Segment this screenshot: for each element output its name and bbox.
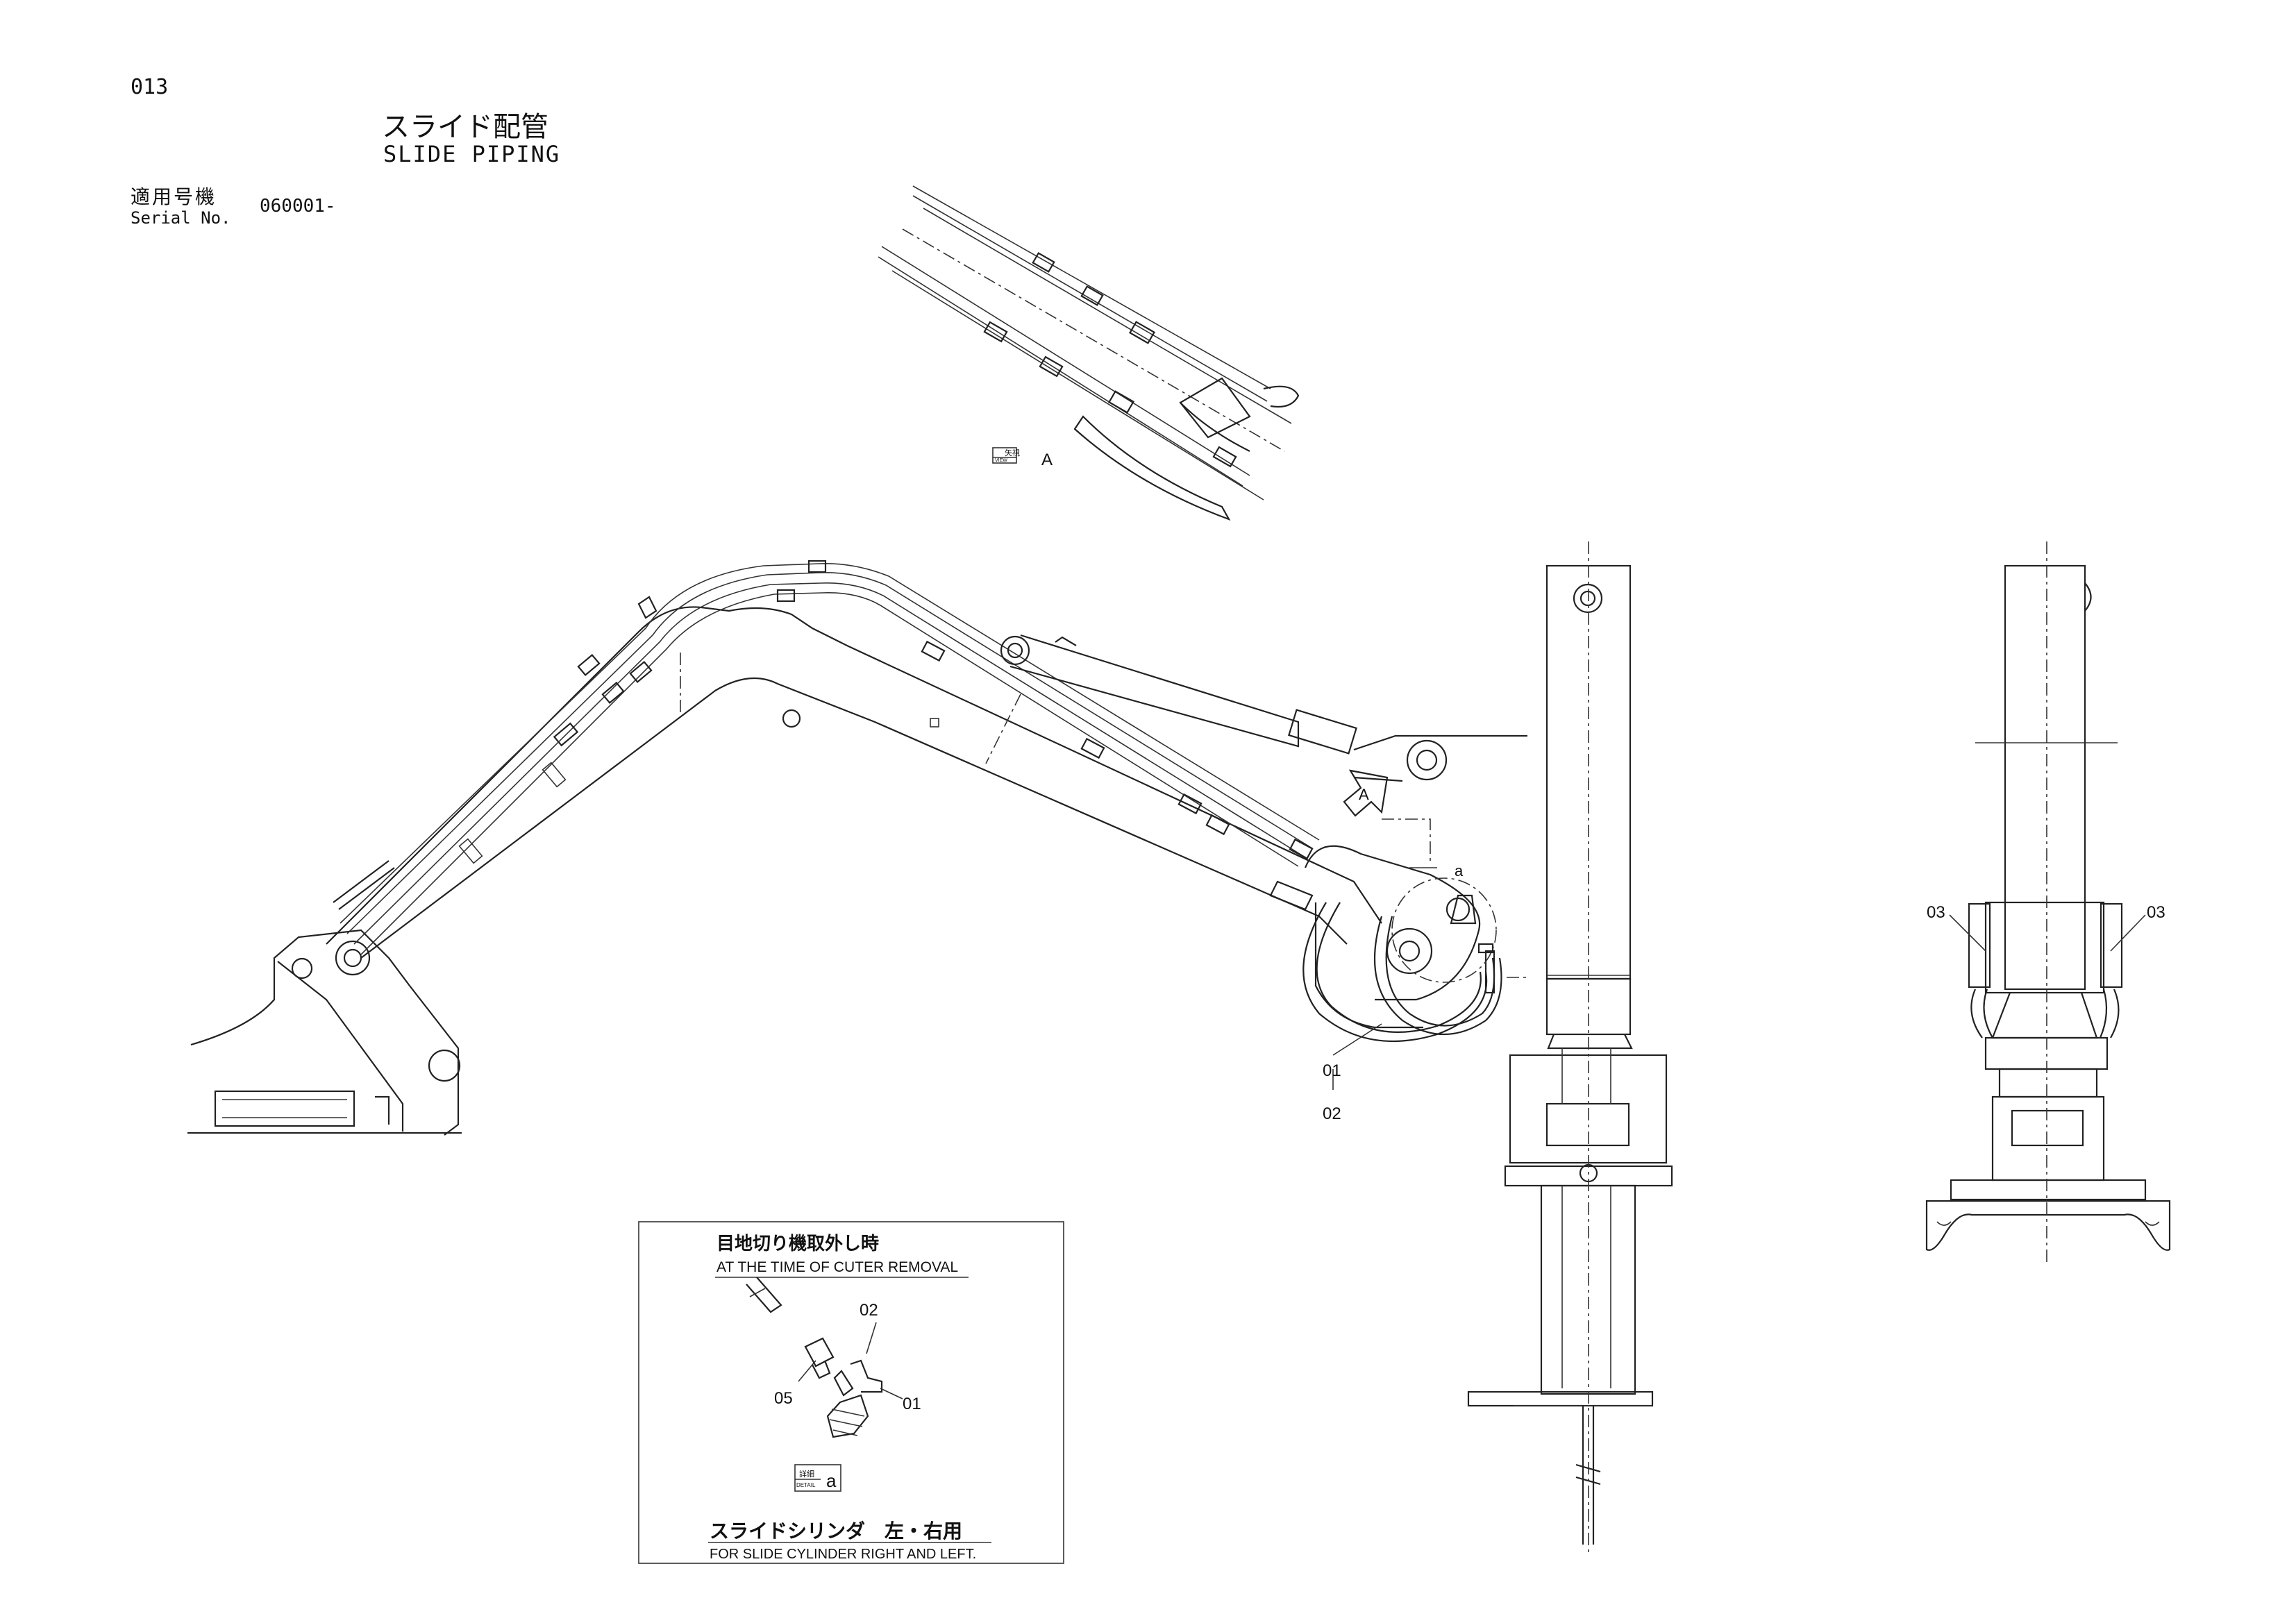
callout-03-right: 03 — [2147, 903, 2165, 922]
serial-label-japanese: 適用号機 — [131, 185, 217, 208]
detail-part-02: 02 — [860, 1301, 878, 1320]
cutter-front-view — [1467, 541, 1673, 1555]
view-a-inset — [878, 185, 1300, 521]
detail-part-01: 01 — [903, 1395, 921, 1413]
detail-letter: a — [826, 1470, 837, 1491]
detail-heading-en: AT THE TIME OF CUTER REMOVAL — [717, 1259, 958, 1275]
view-a-arrow-label: A — [1359, 786, 1369, 803]
serial-number-value: 060001- — [260, 196, 336, 217]
page-title-japanese: スライド配管 — [382, 111, 548, 143]
boom-side-view — [187, 560, 1527, 1136]
detail-heading-jp: 目地切り機取外し時 — [717, 1233, 879, 1254]
callout-02: 02 — [1323, 1104, 1341, 1123]
detail-a-ref: a — [1455, 862, 1464, 880]
view-a-label-en: VIEW — [995, 458, 1007, 463]
view-a-label-jp: 矢視 — [1005, 448, 1020, 457]
detail-footer-jp: スライドシリンダ 左・右用 — [710, 1520, 962, 1542]
page-number: 013 — [131, 75, 169, 99]
callout-03-left: 03 — [1927, 903, 1945, 922]
cutter-side-view — [1925, 541, 2171, 1263]
detail-part-05: 05 — [774, 1389, 793, 1408]
callout-01: 01 — [1323, 1061, 1341, 1080]
detail-a-box — [638, 1221, 1064, 1564]
view-a-letter: A — [1041, 451, 1053, 469]
detail-label-en: DETAIL — [796, 1482, 816, 1488]
detail-a-parts-drawing — [746, 1277, 903, 1492]
serial-label-english: Serial No. — [131, 208, 231, 228]
page-title-english: SLIDE PIPING — [383, 141, 561, 167]
detail-label-jp: 詳細 — [799, 1469, 814, 1479]
detail-footer-en: FOR SLIDE CYLINDER RIGHT AND LEFT. — [710, 1547, 976, 1562]
